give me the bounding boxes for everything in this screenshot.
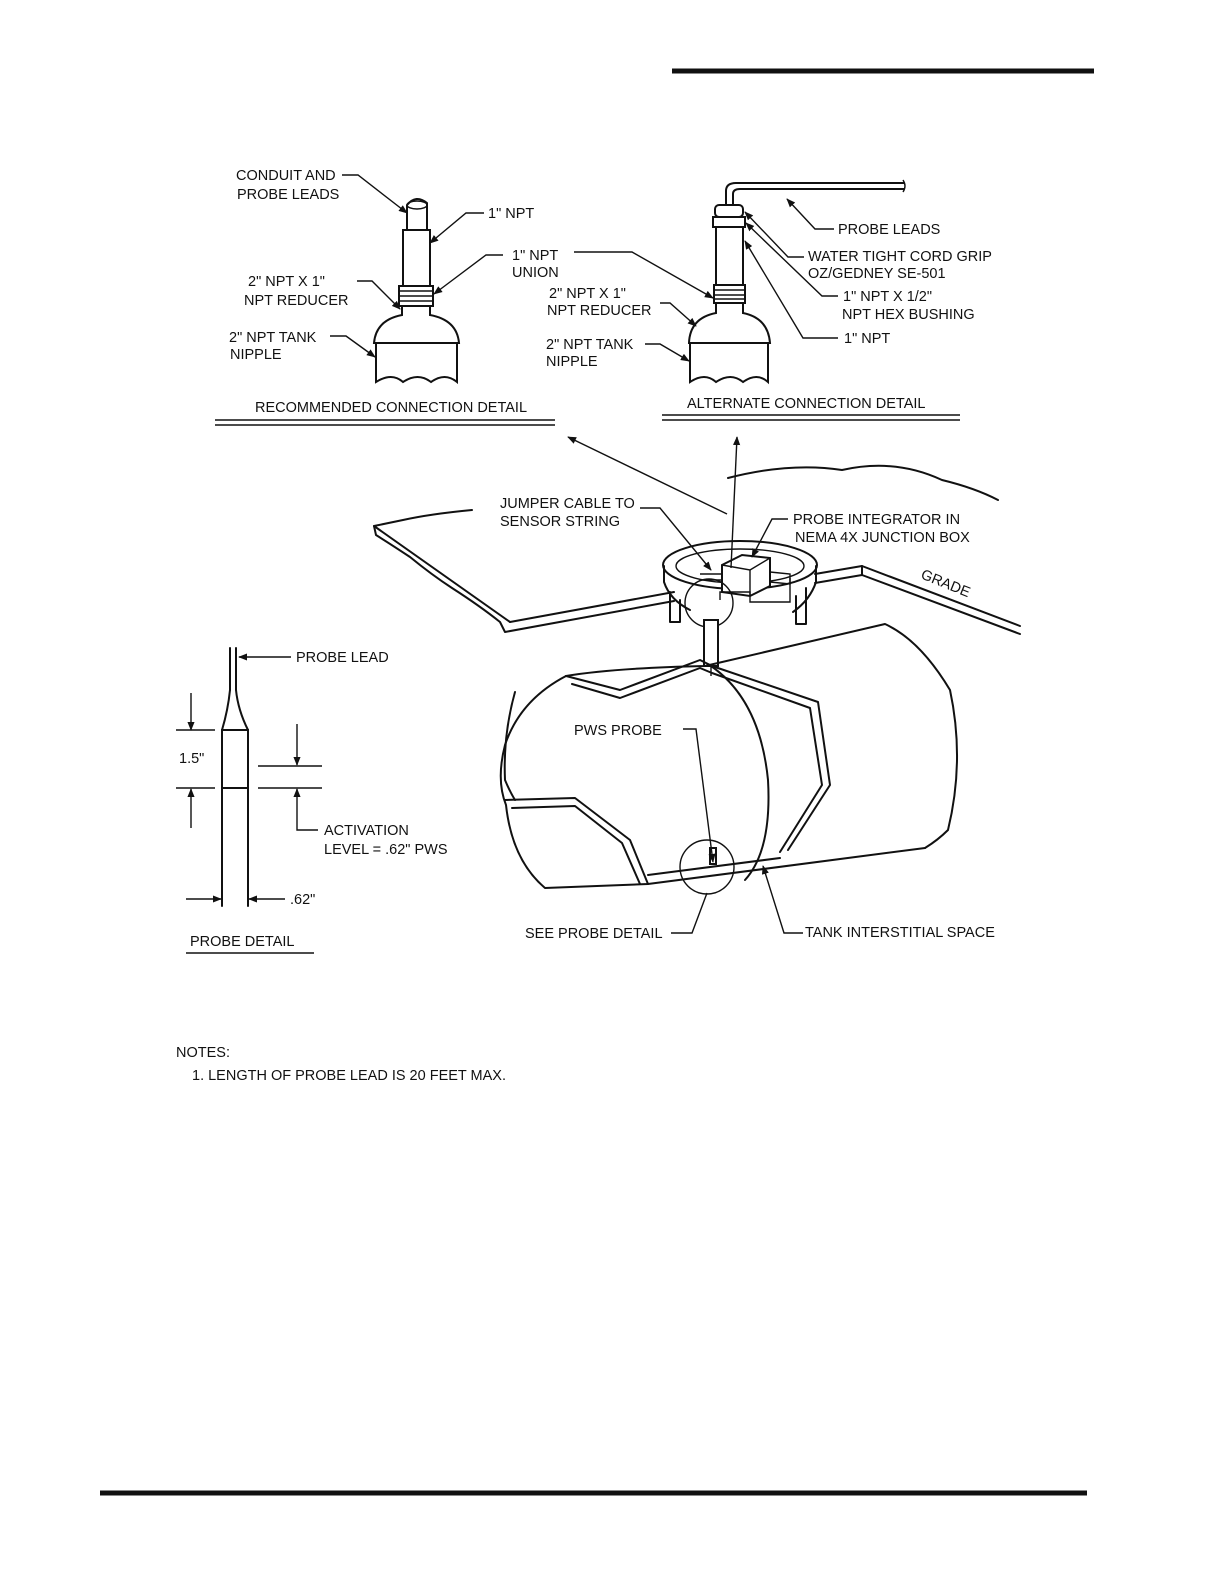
alternate-connection-fitting	[687, 179, 906, 385]
notes-heading: NOTES:	[176, 1045, 230, 1061]
arrow-to-alternate	[730, 436, 741, 569]
label-union-1: 1" NPT	[512, 248, 558, 264]
label-integrator-2: NEMA 4X JUNCTION BOX	[795, 530, 970, 546]
note-item: 1. LENGTH OF PROBE LEAD IS 20 FEET MAX.	[192, 1068, 506, 1084]
label-npt1: 1" NPT	[488, 206, 534, 222]
label-cordgrip-2: OZ/GEDNEY SE-501	[808, 266, 946, 282]
leader-alt-union	[574, 251, 714, 299]
label-reducer-1: 2" NPT X 1"	[248, 274, 325, 290]
label-alt-reducer-2: NPT REDUCER	[547, 303, 651, 319]
label-alt-reducer-1: 2" NPT X 1"	[549, 286, 626, 302]
label-bushing-1: 1" NPT X 1/2"	[843, 289, 932, 305]
alternate-title: ALTERNATE CONNECTION DETAIL	[687, 396, 925, 412]
leader-reducer	[357, 280, 401, 310]
label-activation-1: ACTIVATION	[324, 823, 409, 839]
label-bushing-2: NPT HEX BUSHING	[842, 307, 975, 323]
notes-block: NOTES: 1. LENGTH OF PROBE LEAD IS 20 FEE…	[176, 1042, 506, 1088]
label-jumper-2: SENSOR STRING	[500, 514, 620, 530]
label-alt-nipple-1: 2" NPT TANK	[546, 337, 634, 353]
recommended-title: RECOMMENDED CONNECTION DETAIL	[255, 400, 527, 416]
probe-detail-title: PROBE DETAIL	[190, 934, 294, 950]
leader-probe-leads	[786, 198, 834, 230]
leader-alt-reducer	[660, 302, 697, 327]
label-interstitial: TANK INTERSTITIAL SPACE	[805, 925, 995, 941]
label-alt-npt1: 1" NPT	[844, 331, 890, 347]
label-integrator-1: PROBE INTEGRATOR IN	[793, 512, 960, 528]
leader-cordgrip	[744, 211, 804, 258]
leader-jumper	[640, 507, 712, 571]
label-see-probe-detail: SEE PROBE DETAIL	[525, 926, 663, 942]
label-probe-leads: PROBE LEADS	[838, 222, 940, 238]
label-dim-height: 1.5"	[179, 751, 204, 767]
leader-interstitial	[761, 865, 803, 934]
leader-bushing	[745, 222, 838, 297]
label-probe-lead: PROBE LEAD	[296, 650, 389, 666]
leader-alt-npt1	[744, 240, 838, 339]
label-nipple-2: NIPPLE	[230, 347, 282, 363]
recommended-connection-fitting	[372, 198, 461, 385]
leader-conduit	[342, 174, 408, 214]
label-conduit-2: PROBE LEADS	[237, 187, 339, 203]
label-union-2: UNION	[512, 265, 559, 281]
label-conduit-1: CONDUIT AND	[236, 168, 336, 184]
leader-npt1	[429, 212, 484, 244]
label-alt-nipple-2: NIPPLE	[546, 354, 598, 370]
leader-see-probe	[671, 892, 708, 934]
label-cordgrip-1: WATER TIGHT CORD GRIP	[808, 249, 992, 265]
label-activation-2: LEVEL = .62" PWS	[324, 842, 448, 858]
label-dim-width: .62"	[290, 892, 315, 908]
label-jumper-1: JUMPER CABLE TO	[500, 496, 635, 512]
leader-alt-nipple	[645, 343, 690, 362]
label-pws-probe: PWS PROBE	[574, 723, 662, 739]
leader-nipple	[330, 335, 376, 358]
label-grade: GRADE	[919, 567, 973, 601]
arrow-to-recommended	[567, 436, 728, 515]
probe-drawing	[221, 647, 249, 907]
tank	[499, 623, 958, 889]
leader-union	[433, 254, 503, 295]
label-reducer-2: NPT REDUCER	[244, 293, 348, 309]
leader-integrator	[751, 518, 788, 558]
leader-pws-probe	[683, 728, 716, 863]
label-nipple-1: 2" NPT TANK	[229, 330, 317, 346]
grade-slab	[373, 464, 1021, 635]
